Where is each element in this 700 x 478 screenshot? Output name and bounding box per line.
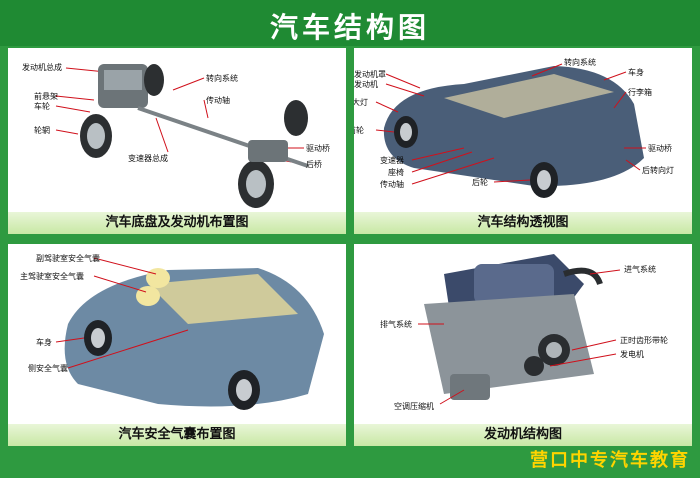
label-front-wheel: 前轮 (354, 126, 364, 135)
label-xray-transmission: 变速器 (380, 156, 404, 165)
footer-brand: 营口中专汽车教育 (530, 450, 690, 471)
label-steering: 转向系统 (206, 74, 238, 83)
label-xray-engine: 发动机 (354, 80, 378, 89)
label-headlight: 前大灯 (354, 98, 368, 107)
chassis-illustration (55, 64, 309, 208)
label-xray-drive-axle: 驱动桥 (648, 144, 672, 153)
caption-chassis: 汽车底盘及发动机布置图 (8, 212, 346, 234)
label-xray-driveshaft: 传动轴 (380, 180, 404, 189)
engine-illustration (418, 254, 621, 405)
label-rim: 轮辋 (34, 126, 50, 135)
label-front-suspension: 前悬架 (34, 92, 58, 101)
label-rear-axle: 后桥 (306, 160, 322, 169)
label-ac-compressor: 空调压缩机 (394, 402, 434, 411)
label-airbag-body: 车身 (36, 338, 52, 347)
label-trunk: 行李箱 (628, 88, 652, 97)
label-transmission: 变速器总成 (128, 154, 168, 163)
caption-engine: 发动机结构图 (354, 424, 692, 446)
panel-chassis: 发动机总成 前悬架 车轮 轮辋 转向系统 传动轴 变速器总成 驱动桥 后桥 汽车… (8, 48, 346, 234)
panel-xray: 发动机罩 发动机 前大灯 前轮 变速器 座椅 传动轴 转向系统 车身 行李箱 驱… (354, 48, 692, 234)
label-engine: 发动机总成 (22, 63, 62, 72)
xray-illustration (375, 63, 646, 198)
label-timing-belt: 正时齿形带轮 (620, 336, 668, 345)
label-driver-airbag: 主驾驶室安全气囊 (20, 272, 84, 281)
label-body: 车身 (628, 68, 644, 77)
label-alternator: 发电机 (620, 350, 644, 359)
label-passenger-airbag: 副驾驶室安全气囊 (36, 254, 100, 263)
caption-xray: 汽车结构透视图 (354, 212, 692, 234)
label-exhaust: 排气系统 (380, 320, 412, 329)
label-driveshaft: 传动轴 (206, 96, 230, 105)
caption-airbag: 汽车安全气囊布置图 (8, 424, 346, 446)
label-rear-wheel: 后轮 (472, 178, 488, 187)
label-xray-steering: 转向系统 (564, 58, 596, 67)
airbag-illustration (55, 257, 325, 410)
label-drive-axle: 驱动桥 (306, 144, 330, 153)
label-intake: 进气系统 (624, 265, 656, 274)
label-taillight: 后转向灯 (642, 166, 674, 175)
panel-engine: 进气系统 排气系统 正时齿形带轮 发电机 空调压缩机 发动机结构图 (354, 244, 692, 446)
title-bar (0, 0, 700, 46)
label-seat: 座椅 (388, 168, 404, 177)
label-wheel: 车轮 (34, 102, 50, 111)
panel-airbag: 副驾驶室安全气囊 主驾驶室安全气囊 车身 侧安全气囊 汽车安全气囊布置图 (8, 244, 346, 446)
page-title: 汽车结构图 (269, 11, 430, 44)
label-side-airbag: 侧安全气囊 (28, 364, 68, 373)
label-hood: 发动机罩 (354, 70, 386, 79)
